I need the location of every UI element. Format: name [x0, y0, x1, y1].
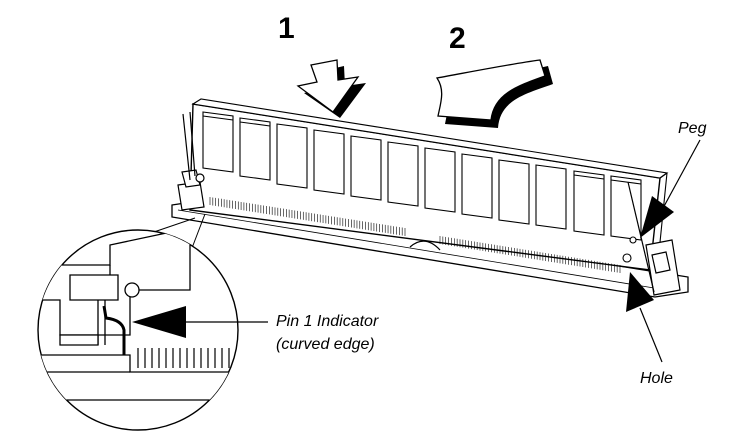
- pin1-indicator-label: Pin 1 Indicator: [276, 313, 379, 330]
- step-2-number: 2: [449, 22, 466, 55]
- left-latch-clip: [177, 111, 205, 211]
- peg-label: Peg: [678, 120, 707, 137]
- memory-chips: [202, 111, 642, 241]
- magnified-view: [37, 213, 268, 431]
- pin1-callout-arrow-icon: [132, 306, 268, 338]
- module-peg-notch: [629, 236, 637, 244]
- memory-module: [189, 98, 669, 273]
- peg-callout-arrow-icon: [640, 139, 701, 238]
- rotate-latch-arrow-icon: [435, 59, 553, 128]
- contact-pins: [209, 197, 406, 236]
- press-down-arrow-icon: [296, 59, 366, 118]
- hole-label: Hole: [640, 370, 673, 387]
- module-hole: [622, 253, 632, 263]
- hole-callout-arrow-icon: [626, 272, 663, 363]
- contact-pins-right: [439, 236, 621, 273]
- pin1-indicator-sublabel: (curved edge): [276, 336, 375, 353]
- step-1-number: 1: [278, 12, 295, 45]
